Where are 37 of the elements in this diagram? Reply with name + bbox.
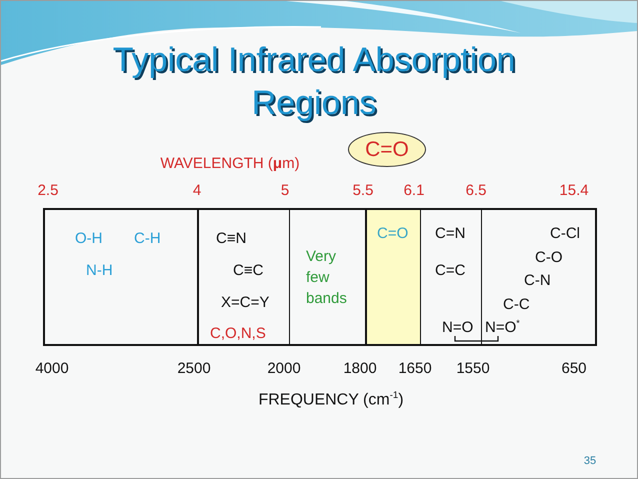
bond-label: C-N <box>524 272 551 289</box>
tick-label: 4000 <box>35 360 69 378</box>
tick-label: 1650 <box>398 360 432 378</box>
axis-title: WAVELENGTH (μm) <box>160 155 300 173</box>
page-number: 35 <box>584 454 596 468</box>
bond-label: X=C=Y <box>221 294 270 311</box>
tick-label: 1550 <box>456 360 490 378</box>
bond-label: N=O <box>442 319 474 336</box>
tick-label: 650 <box>561 360 587 378</box>
bond-label: C=C <box>435 262 466 279</box>
tick-label: 5.5 <box>352 182 374 200</box>
bond-label: O-H <box>75 230 102 247</box>
tick-label: 2.5 <box>38 182 58 200</box>
tick-label: 15.4 <box>559 182 589 200</box>
tick-label: 6.1 <box>404 182 424 200</box>
tick-label: 5 <box>280 182 290 200</box>
tick-label: 2500 <box>177 360 211 378</box>
axis-title: FREQUENCY (cm$^{-1}$) <box>258 390 404 410</box>
bond-label: C-O <box>535 249 562 266</box>
bond-label: C-C <box>503 296 530 313</box>
bond-label: C=O <box>377 225 408 242</box>
bond-label: C,O,N,S <box>210 325 266 342</box>
slide-title: Typical Infrared Absorption Regions <box>112 40 516 124</box>
bond-label: C≡C <box>233 262 264 279</box>
bond-label: C=O <box>365 138 409 162</box>
tick-label: 6.5 <box>466 182 486 200</box>
highlighted-absorption-region <box>365 210 420 344</box>
bond-label: C≡N <box>216 230 246 247</box>
bond-label: C-H <box>134 230 161 247</box>
bond-label: N=O$^{*}$ <box>485 319 520 336</box>
bond-label: C-Cl <box>550 225 580 242</box>
bond-label: N-H <box>86 262 113 279</box>
tick-label: 1800 <box>343 360 377 378</box>
bond-label: C=N <box>435 225 466 242</box>
tick-label: 2000 <box>267 360 301 378</box>
note-text: Very few bands <box>306 247 348 309</box>
tick-label: 4 <box>192 182 202 200</box>
